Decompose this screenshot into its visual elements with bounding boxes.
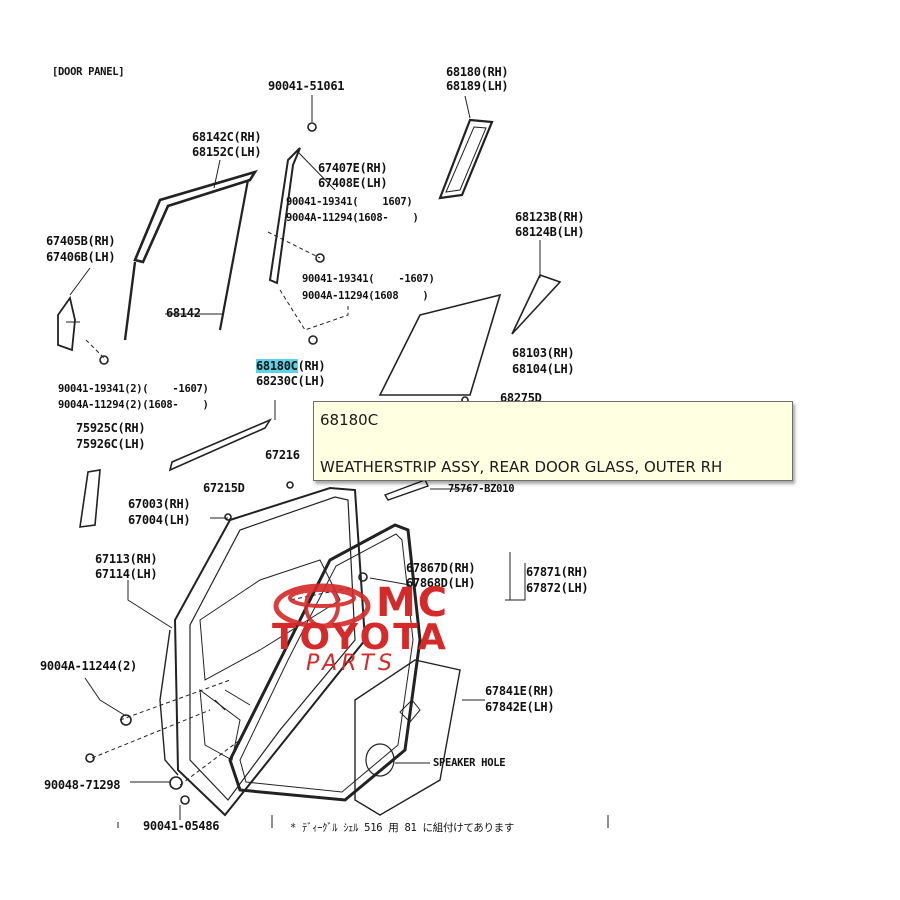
part-label[interactable]: 90041-19341( 1607) [286, 196, 413, 208]
part-label[interactable]: 9004A-11294(1608 ) [302, 290, 429, 302]
part-label[interactable]: 68142C(RH) [192, 130, 262, 144]
part-label[interactable]: 68104(LH) [512, 362, 575, 376]
part-label[interactable]: 67871(RH) [526, 565, 589, 579]
part-label[interactable]: 67872(LH) [526, 581, 589, 595]
selected-part-side: (RH) [297, 359, 326, 373]
part-label[interactable]: 90041-19341(2)( -1607) [58, 383, 209, 395]
part-label[interactable]: 67842E(LH) [485, 700, 555, 714]
part-label[interactable]: 67407E(RH) [318, 161, 388, 175]
part-label[interactable]: 75926C(LH) [76, 437, 146, 451]
part-label[interactable]: 68124B(LH) [515, 225, 585, 239]
corner-note: [DOOR PANEL] [52, 66, 125, 78]
part-label[interactable]: 90041-19341( -1607) [302, 273, 435, 285]
selected-part-code[interactable]: 68180C [256, 359, 298, 373]
footnote: * ﾃﾞｨｰｸﾞﾙ ｼｪﾙ 516 用 81 に組付けてあります [290, 822, 515, 834]
part-label[interactable]: 68142 [166, 306, 201, 320]
part-label[interactable]: 67841E(RH) [485, 684, 555, 698]
part-label[interactable]: 90048-71298 [44, 778, 121, 792]
part-label[interactable]: 67215D [203, 481, 245, 495]
part-label[interactable]: 68123B(RH) [515, 210, 585, 224]
part-label[interactable]: 90041-51061 [268, 79, 345, 93]
part-label[interactable]: 67216 [265, 448, 300, 462]
part-label[interactable]: 68180(RH) [446, 65, 509, 79]
part-label[interactable]: 67004(LH) [128, 513, 191, 527]
part-label[interactable]: 68103(RH) [512, 346, 575, 360]
part-label-selected[interactable]: 68180C(RH) [256, 359, 326, 373]
watermark-parts: PARTS [306, 651, 396, 676]
part-label[interactable]: 75767-BZ010 [448, 483, 515, 495]
part-label[interactable]: 9004A-11294(2)(1608- ) [58, 399, 209, 411]
part-label[interactable]: 68189(LH) [446, 79, 509, 93]
part-label[interactable]: 67003(RH) [128, 497, 191, 511]
part-label[interactable]: 75925C(RH) [76, 421, 146, 435]
part-label[interactable]: 67867D(RH) [406, 561, 476, 575]
part-label[interactable]: 67405B(RH) [46, 234, 116, 248]
part-label[interactable]: 68230C(LH) [256, 374, 326, 388]
speaker-hole-label: SPEAKER HOLE [433, 757, 506, 769]
watermark-toyota: TOYOTA [272, 617, 449, 658]
tooltip-part-code: 68180C [320, 411, 379, 429]
tooltip-part-description: WEATHERSTRIP ASSY, REAR DOOR GLASS, OUTE… [320, 458, 723, 476]
part-label[interactable]: 67408E(LH) [318, 176, 388, 190]
part-label[interactable]: 9004A-11294(1608- ) [286, 212, 419, 224]
part-label[interactable]: 68152C(LH) [192, 145, 262, 159]
part-label[interactable]: 67406B(LH) [46, 250, 116, 264]
part-tooltip: 68180C WEATHERSTRIP ASSY, REAR DOOR GLAS… [313, 401, 793, 481]
part-label[interactable]: 9004A-11244(2) [40, 659, 137, 673]
part-label[interactable]: 67113(RH) [95, 552, 158, 566]
part-label[interactable]: 67114(LH) [95, 567, 158, 581]
part-label[interactable]: 67868D(LH) [406, 576, 476, 590]
watermark-mc: MC [376, 580, 450, 626]
part-label[interactable]: 90041-05486 [143, 819, 220, 833]
